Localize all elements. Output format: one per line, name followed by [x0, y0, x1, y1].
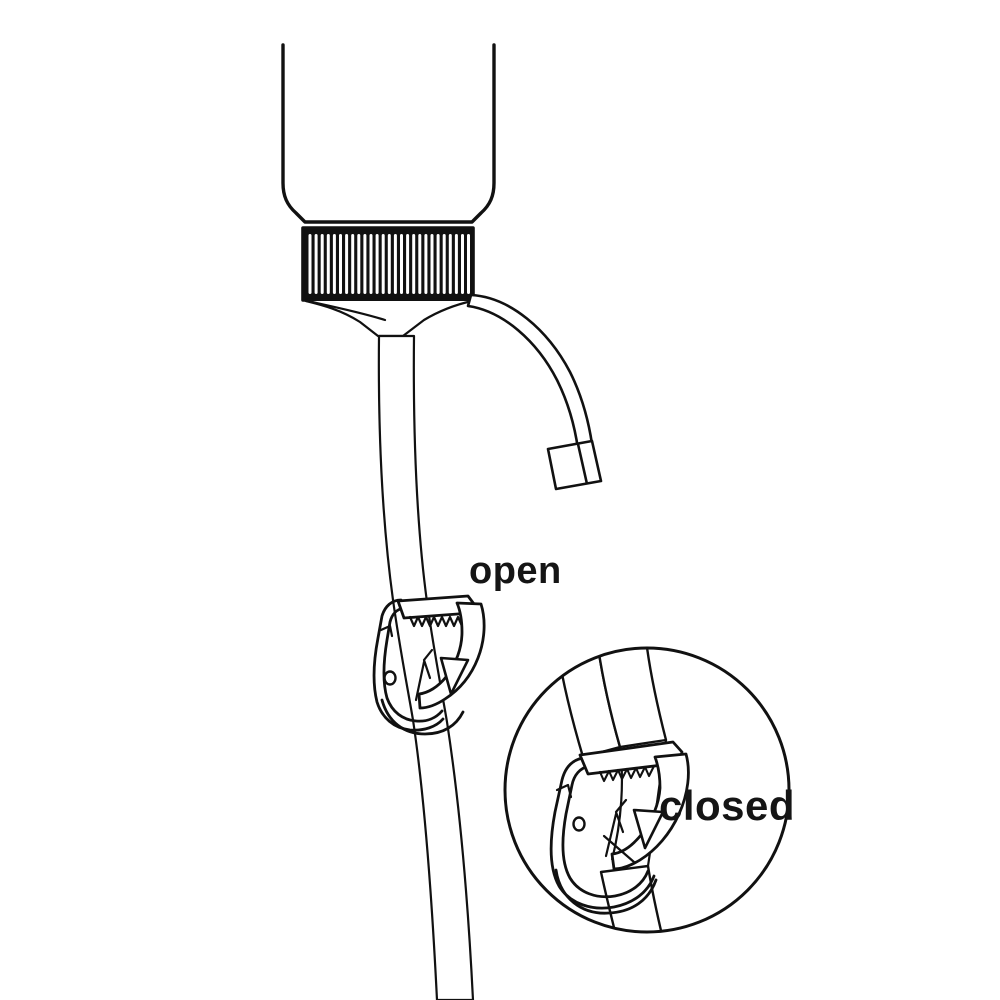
cap-tether-strap	[466, 293, 594, 451]
label-open: open	[469, 550, 562, 592]
ribbed-screw-cap	[301, 226, 475, 302]
cap-ribs	[308, 234, 470, 294]
clamp-pivot-hole	[383, 670, 397, 686]
roller-clamp-closed	[549, 740, 690, 915]
label-closed: closed	[659, 782, 795, 829]
bottle-body	[281, 43, 496, 224]
inset-circle-outline	[503, 646, 791, 934]
tether-tab	[546, 439, 603, 491]
detail-circle-inset	[503, 646, 791, 934]
roller-clamp-open	[372, 594, 486, 736]
funnel-neck	[301, 298, 474, 338]
closed-clamp-pivot-hole	[572, 816, 586, 832]
